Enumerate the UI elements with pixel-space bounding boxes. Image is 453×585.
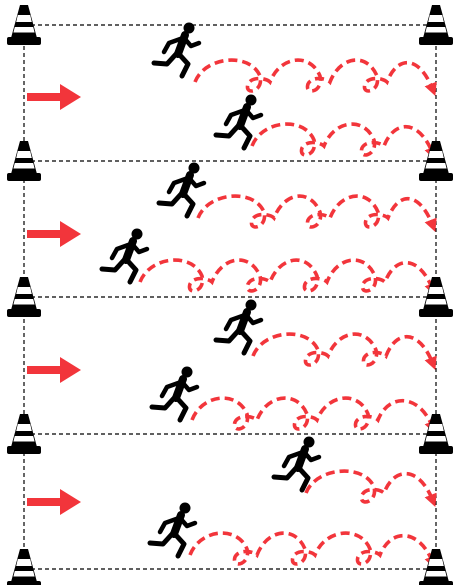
cone-icon: [7, 277, 41, 317]
cone-icon: [7, 141, 41, 181]
cone-icon: [7, 549, 41, 585]
loop-path: [252, 124, 433, 155]
loop-path: [195, 60, 433, 91]
direction-arrow-icon: [27, 357, 81, 383]
runner-icon: [150, 503, 195, 557]
runner-icon: [102, 229, 147, 283]
runner-icon: [159, 163, 204, 217]
direction-arrow-icon: [27, 221, 81, 247]
runner-icon: [274, 437, 319, 491]
loop-path: [190, 533, 433, 564]
loop-path: [306, 471, 433, 502]
loop-path: [140, 260, 433, 291]
direction-arrow-icon: [27, 489, 81, 515]
cone-icon: [419, 549, 453, 585]
cone-icon: [7, 5, 41, 45]
loop-path: [253, 334, 433, 365]
cone-icon: [7, 414, 41, 454]
runner-icon: [154, 23, 199, 77]
runner-icon: [152, 367, 197, 421]
runner-icon: [216, 300, 261, 354]
loop-path: [192, 398, 433, 429]
direction-arrow-icon: [27, 84, 81, 110]
loop-path: [198, 196, 433, 227]
